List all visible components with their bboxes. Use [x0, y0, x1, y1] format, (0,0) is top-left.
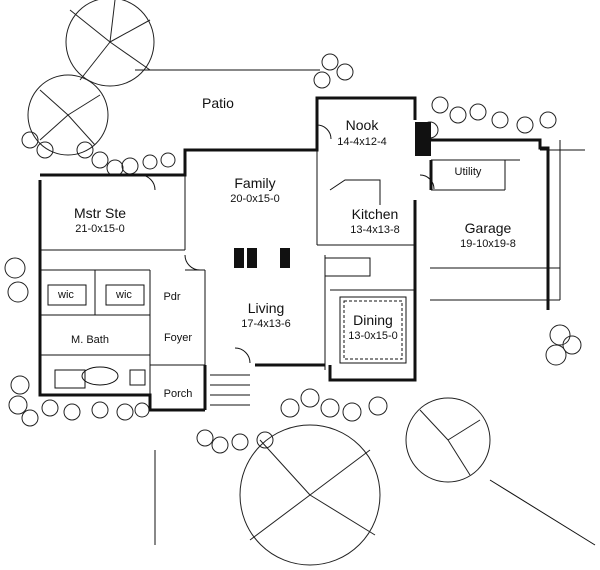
- room-dim-dining: 13-0x15-0: [348, 330, 398, 342]
- room-label-family: Family: [234, 175, 275, 191]
- room-label-kitchen: Kitchen: [352, 206, 399, 222]
- tree-left: [27, 74, 109, 156]
- room-label-living: Living: [248, 300, 285, 316]
- interior-walls: [40, 124, 520, 406]
- room-label-m-bath: M. Bath: [71, 334, 109, 346]
- shrubs-front: [196, 388, 388, 454]
- wic-box-2: [105, 284, 145, 306]
- tree-top-left: [65, 0, 155, 87]
- room-label-wic-2: wic: [115, 289, 132, 301]
- tree-front: [239, 424, 381, 566]
- room-label-wic-1: wic: [57, 289, 74, 301]
- room-label-foyer: Foyer: [164, 332, 192, 344]
- room-label-patio: Patio: [202, 95, 234, 111]
- room-label-porch: Porch: [164, 388, 193, 400]
- shrubs-right: [545, 324, 582, 366]
- exterior-walls: [38, 96, 550, 412]
- room-label-mstr-ste: Mstr Ste: [74, 205, 126, 221]
- room-dim-kitchen: 13-4x13-8: [350, 224, 400, 236]
- tree-front-right: [405, 397, 491, 483]
- room-dim-living: 17-4x13-6: [241, 318, 291, 330]
- room-label-utility: Utility: [455, 166, 482, 178]
- wic-box-1: [47, 284, 87, 306]
- room-dim-mstr-ste: 21-0x15-0: [75, 223, 125, 235]
- room-label-nook: Nook: [346, 117, 380, 133]
- room-labels: Patio Nook 14-4x12-4 Family 20-0x15-0 Ms…: [57, 95, 516, 400]
- room-label-garage: Garage: [465, 220, 512, 236]
- shrubs-top-left: [21, 131, 176, 177]
- room-label-pdr: Pdr: [163, 291, 180, 303]
- room-dim-family: 20-0x15-0: [230, 193, 280, 205]
- landscaping: [4, 0, 582, 566]
- room-label-dining: Dining: [353, 312, 393, 328]
- room-dim-garage: 19-10x19-8: [460, 238, 516, 250]
- site-lines: [135, 69, 596, 546]
- room-dim-nook: 14-4x12-4: [337, 136, 387, 148]
- shrubs-left: [4, 257, 150, 427]
